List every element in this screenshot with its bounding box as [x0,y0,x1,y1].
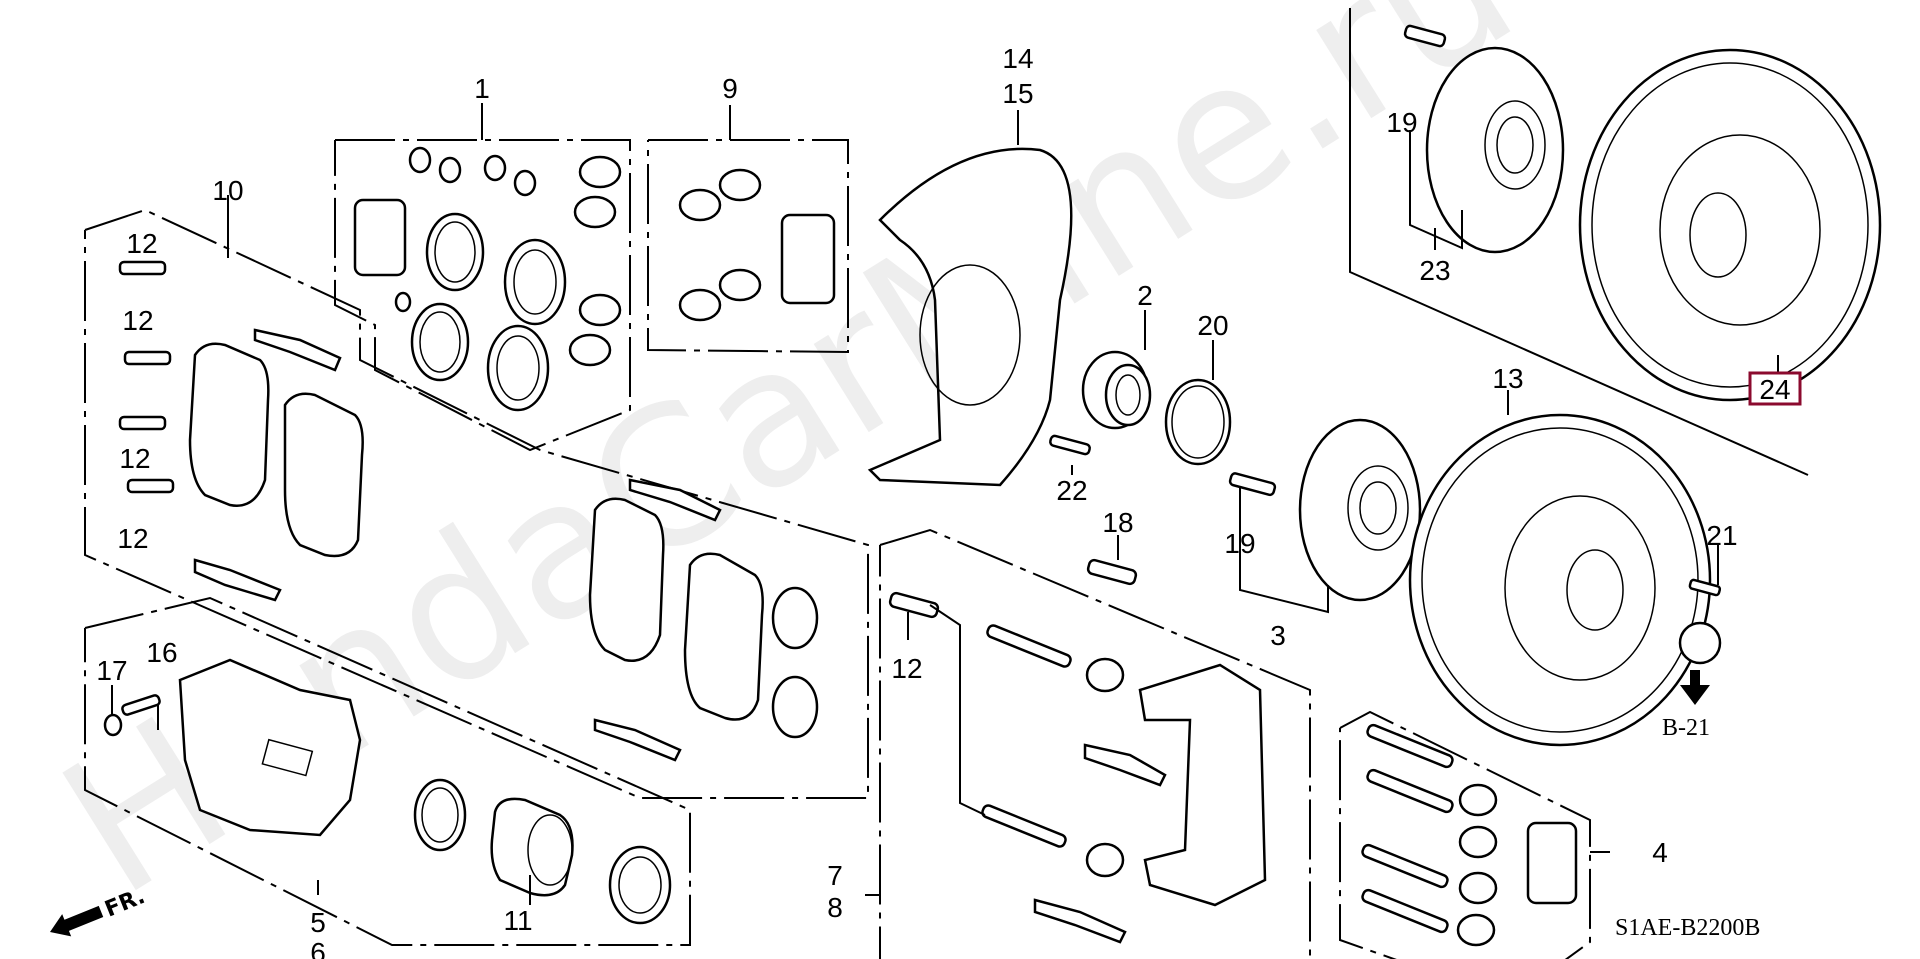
callout-12[interactable]: 12 [891,653,922,684]
brake-disc-13 [1408,413,1712,747]
arrow-left-icon [50,905,104,937]
callout-1[interactable]: 1 [474,73,490,104]
pin-kit-4-parts [1361,723,1578,947]
arrow-down-icon [1680,670,1710,705]
reference-label[interactable]: B-21 [1662,715,1710,741]
kit-box-9 [647,105,849,354]
caliper-bracket-7-8 [888,558,1267,944]
callout-12[interactable]: 12 [117,523,148,554]
callout-20[interactable]: 20 [1197,310,1228,341]
callout-11[interactable]: 11 [503,905,532,936]
callout-9[interactable]: 9 [722,73,738,104]
screw-21-and-nut [1678,578,1722,665]
pin-boot-kit-9-parts [678,168,836,322]
callout-8[interactable]: 8 [827,892,843,923]
snap-ring-20 [1164,378,1232,466]
callout-10[interactable]: 10 [212,175,243,206]
kit-box-4 [1339,710,1610,959]
callout-24[interactable]: 24 [1759,374,1790,405]
callout-4[interactable]: 4 [1652,837,1668,868]
callout-7[interactable]: 7 [827,860,843,891]
callout-2[interactable]: 2 [1137,280,1153,311]
callout-6[interactable]: 6 [310,937,326,959]
callout-16[interactable]: 16 [146,637,177,668]
callout-12[interactable]: 12 [119,443,150,474]
callout-15[interactable]: 15 [1002,78,1033,109]
callout-19[interactable]: 19 [1386,107,1417,138]
brake-disc-24 [1578,48,1882,402]
kit-box-5-6 [84,596,691,946]
pad-set-10-parts [118,260,819,762]
callout-3[interactable]: 3 [1270,620,1286,651]
caliper-body-5-6 [103,658,672,925]
splash-shield-14-15 [867,147,1073,487]
callout-19[interactable]: 19 [1224,528,1255,559]
callout-13[interactable]: 13 [1492,363,1523,394]
highlight-box-24 [1748,371,1802,406]
kit-box-7-8 [865,528,1311,959]
callout-5[interactable]: 5 [310,907,326,938]
diagram-code: S1AE-B2200B [1615,915,1760,941]
kit-box-10 [84,195,869,799]
callout-14[interactable]: 14 [1002,43,1033,74]
callout-12[interactable]: 12 [126,228,157,259]
callout-23[interactable]: 23 [1419,255,1450,286]
callout-21[interactable]: 21 [1706,520,1737,551]
callout-17[interactable]: 17 [96,655,127,686]
kit-box-1 [334,103,631,452]
hub-23 [1403,24,1565,254]
seal-kit-1-parts [353,146,622,412]
callout-12[interactable]: 12 [122,305,153,336]
reference-link-b21[interactable]: B-21 [1662,670,1710,741]
callout-22[interactable]: 22 [1056,475,1087,506]
bolt-22 [1049,434,1091,456]
hub-3 [1228,418,1422,602]
leader-lines [111,110,1719,905]
kit-box-23-24 [1349,8,1809,476]
bearing-2 [1081,350,1152,430]
callout-18[interactable]: 18 [1102,507,1133,538]
